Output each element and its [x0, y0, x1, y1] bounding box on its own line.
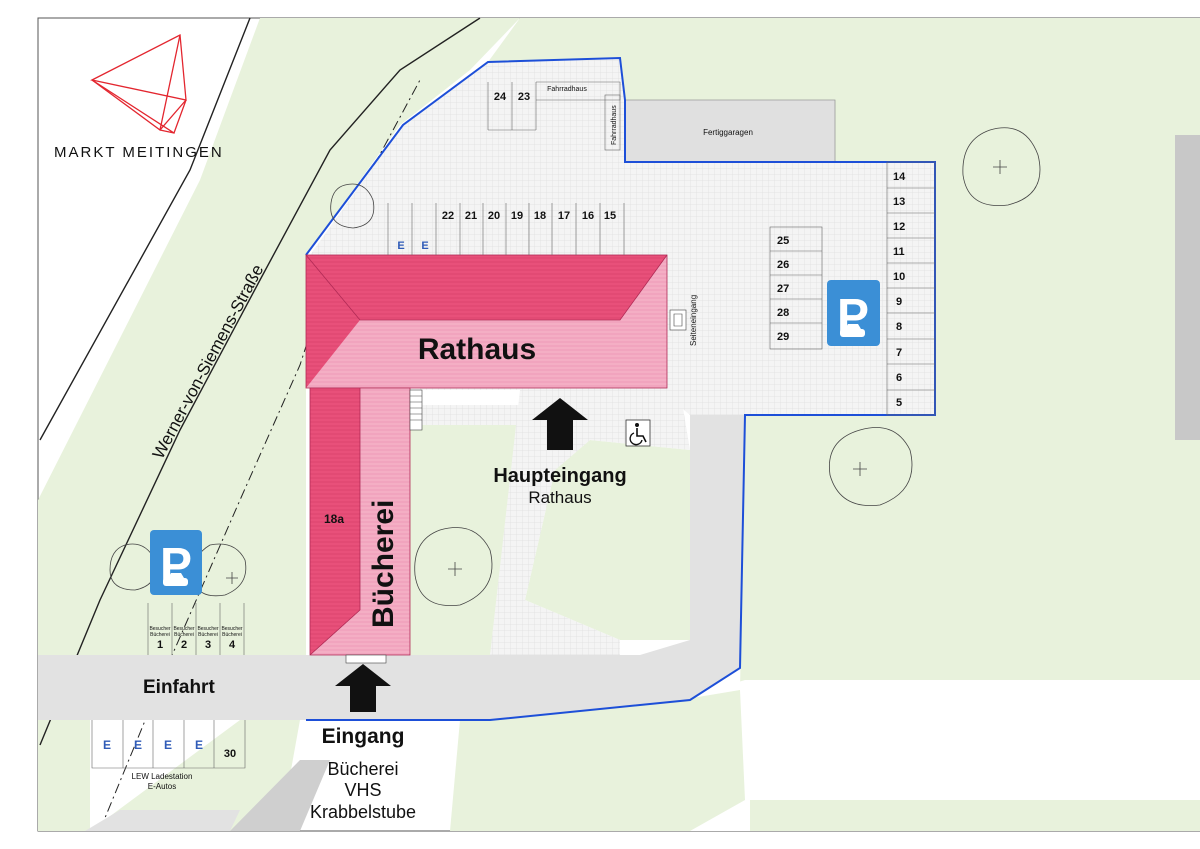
car-icon	[840, 324, 865, 337]
seiteneingang-stair	[669, 309, 687, 331]
parking-number: 16	[582, 210, 594, 222]
lew-label-line-2: E-Autos	[148, 782, 176, 791]
entrance-door	[345, 654, 387, 664]
parking-number: 20	[488, 210, 500, 222]
parking-sign-icon: P	[150, 530, 202, 595]
parking-number: 10	[893, 271, 905, 283]
eingang-line-2: VHS	[344, 780, 381, 800]
lawn-southwest	[38, 715, 90, 831]
parking-right-column	[886, 161, 936, 416]
eingang-line-1: Bücherei	[327, 759, 398, 779]
parking-e-marker: E	[397, 240, 404, 252]
parking-center-column	[769, 226, 823, 350]
parking-number: 1	[157, 639, 163, 651]
parking-number: 19	[511, 210, 523, 222]
parking-number: 29	[777, 331, 789, 343]
parking-number: 28	[777, 307, 789, 319]
lawn-courtyard-left	[410, 425, 520, 655]
parking-e-marker: E	[103, 738, 111, 752]
parking-bottom-e-stalls	[91, 720, 246, 769]
parking-number: 22	[442, 210, 454, 222]
rathaus-label: Rathaus	[418, 333, 536, 366]
parking-number: 11	[893, 246, 905, 258]
lawn-south	[90, 720, 300, 831]
street-edge-left	[39, 17, 251, 441]
driveway-road	[38, 415, 745, 720]
parking-number: 25	[777, 235, 789, 247]
parking-number: 21	[465, 210, 477, 222]
rathaus-roof	[305, 254, 668, 389]
wheelchair-icon	[625, 419, 651, 447]
parking-number: 30	[224, 748, 236, 760]
parking-number: 27	[777, 283, 789, 295]
parking-number: 14	[893, 171, 906, 183]
eingang-label: Eingang	[322, 725, 405, 748]
logo-text: MARKT MEITINGEN	[54, 144, 224, 161]
eingang-line-3: Krabbelstube	[310, 802, 416, 822]
parking-number: 23	[518, 91, 530, 103]
parking-bike-row	[487, 81, 621, 151]
parking-e-marker: E	[195, 738, 203, 752]
buecherei-roof	[309, 387, 411, 656]
lawn-east	[488, 18, 1200, 690]
lawn-southeast	[750, 800, 1200, 831]
parking-visitor-stalls	[147, 603, 245, 655]
parking-top-row	[387, 203, 625, 255]
white-east	[680, 680, 1200, 831]
parking-number: 24	[494, 91, 507, 103]
lawn-west	[38, 18, 520, 655]
arrow-up-icon	[335, 664, 391, 712]
parking-e-marker: E	[421, 240, 428, 252]
einfahrt-label: Einfahrt	[143, 677, 215, 698]
parking-number: 4	[229, 639, 236, 651]
parking-number: 9	[896, 296, 902, 308]
haupteingang-label: Haupteingang	[493, 465, 626, 487]
courtyard-plaza	[490, 390, 690, 655]
parking-number: 3	[205, 639, 211, 651]
stair	[409, 389, 423, 431]
courtyard-path	[410, 405, 520, 425]
lawn-south-mid	[450, 700, 680, 831]
parking-number: 12	[893, 221, 905, 233]
parking-number: 8	[896, 321, 902, 333]
fahrradhaus-label: Fahrradhaus	[547, 86, 587, 93]
arrow-up-icon	[532, 398, 588, 450]
east-edge-block	[1175, 135, 1200, 440]
room-18a-label: 18a	[324, 512, 344, 526]
parking-sign-icon: P	[827, 280, 880, 346]
parking-number: 15	[604, 210, 616, 222]
street-edge-right	[39, 17, 481, 746]
parking-number: 5	[896, 397, 902, 409]
parking-e-marker: E	[164, 738, 172, 752]
parking-number: 6	[896, 372, 902, 384]
parking-number: 26	[777, 259, 789, 271]
parking-number: 17	[558, 210, 570, 222]
fahrradhaus-label-vertical: Fahrradhaus	[611, 105, 618, 145]
seiteneingang-label: Seiteneingang	[689, 295, 698, 346]
south-building	[230, 760, 330, 831]
south-road	[85, 810, 240, 831]
parking-number: 7	[896, 347, 902, 359]
parking-number: 18	[534, 210, 546, 222]
lawn-courtyard-right	[525, 440, 690, 640]
lew-label-line-1: LEW Ladestation	[132, 772, 193, 781]
haupteingang-sub-label: Rathaus	[528, 488, 591, 507]
parking-number: 2	[181, 639, 187, 651]
fertiggaragen-label: Fertiggaragen	[703, 128, 753, 137]
parking-number: 13	[893, 196, 905, 208]
lawn-strip	[680, 690, 745, 831]
car-icon	[163, 573, 188, 586]
parking-e-marker: E	[134, 738, 142, 752]
buecherei-label: Bücherei	[367, 500, 400, 628]
logo-triangle-icon	[90, 33, 187, 134]
